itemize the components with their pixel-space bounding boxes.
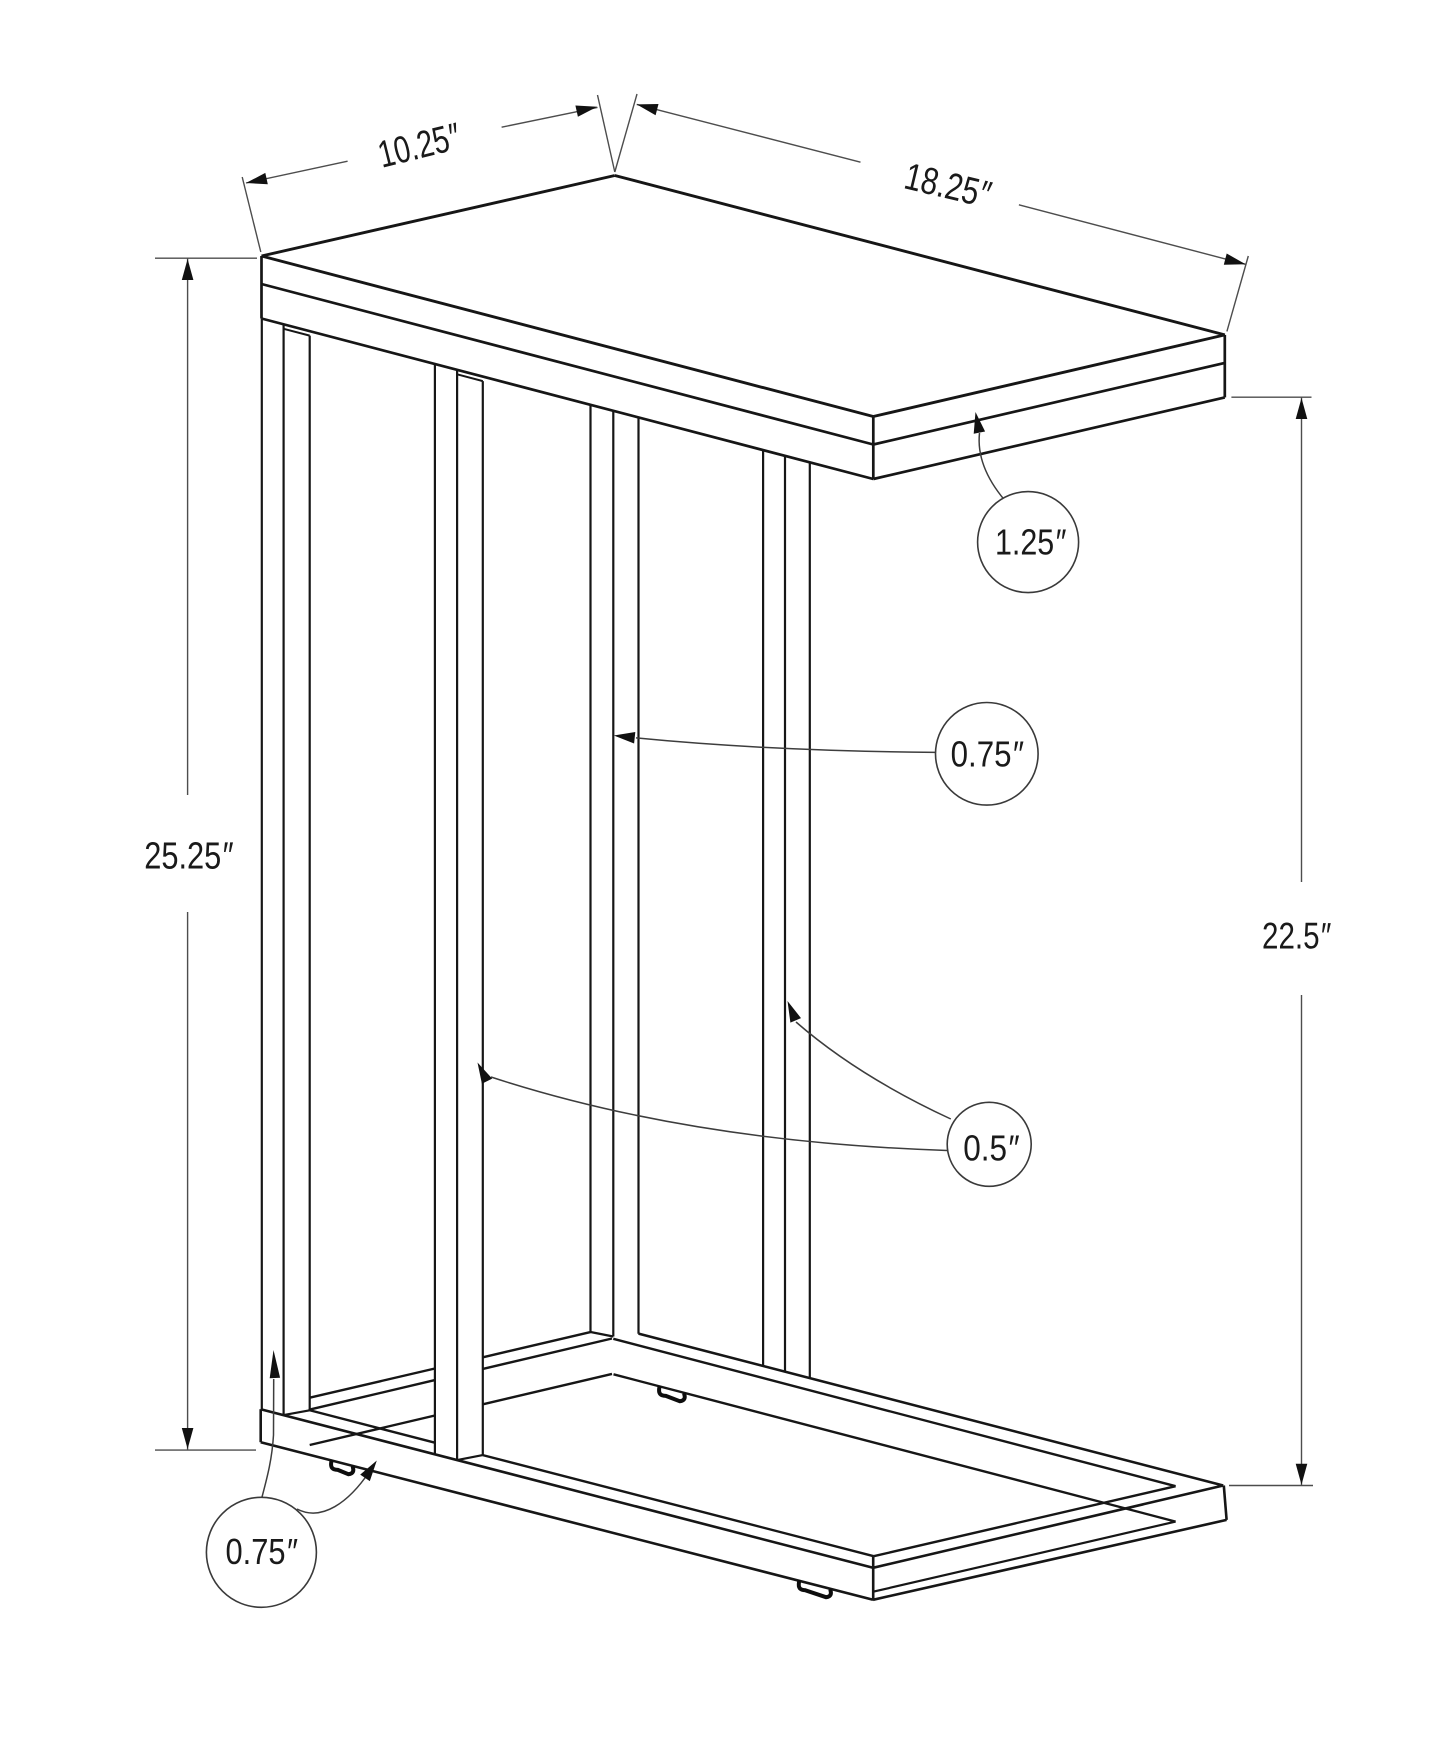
svg-text:25.25″: 25.25″ <box>144 836 233 878</box>
svg-text:0.75″: 0.75″ <box>226 1531 298 1572</box>
svg-text:0.5″: 0.5″ <box>963 1127 1019 1168</box>
svg-text:0.75″: 0.75″ <box>951 734 1024 775</box>
svg-text:1.25″: 1.25″ <box>995 522 1066 563</box>
svg-text:10.25″: 10.25″ <box>374 116 465 177</box>
svg-text:22.5″: 22.5″ <box>1262 916 1332 957</box>
svg-text:18.25″: 18.25″ <box>900 156 995 217</box>
